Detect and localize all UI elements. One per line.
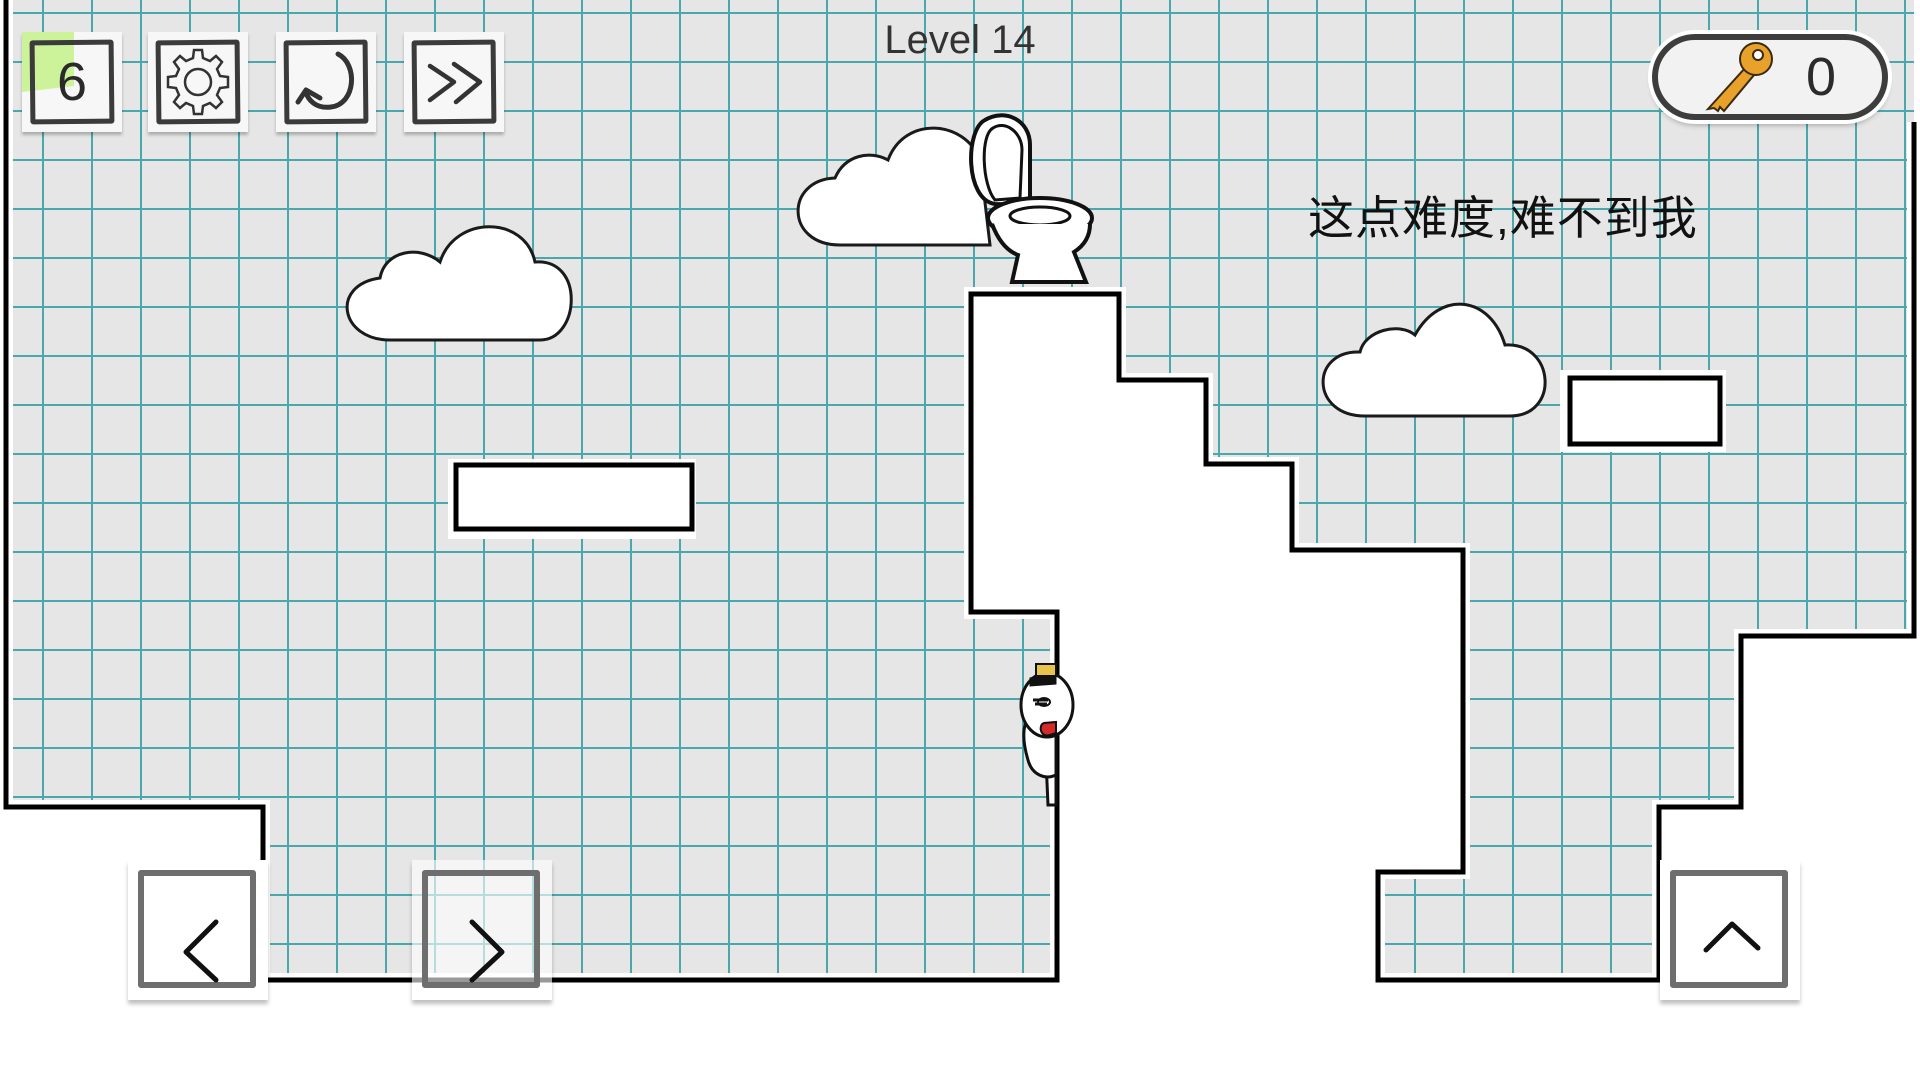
- cloud-1: [345, 225, 573, 342]
- settings-button[interactable]: [148, 32, 248, 132]
- level-highlight: [22, 32, 74, 92]
- player-character: [1019, 663, 1075, 807]
- character-speech: 这点难度,难不到我: [1308, 192, 1698, 244]
- level-select-count: 6: [56, 52, 88, 112]
- toilet-goal: [969, 113, 1094, 284]
- key-icon: [1705, 42, 1773, 113]
- double-chevron-right-icon: [427, 61, 483, 105]
- button-frame: [138, 870, 256, 988]
- walls: [3, 0, 1917, 983]
- chevron-left-icon: [183, 919, 219, 983]
- chevron-right-icon: [469, 919, 505, 983]
- jump-button[interactable]: [1660, 860, 1800, 1000]
- cloud-2: [796, 126, 992, 247]
- key-count: 0: [1806, 47, 1837, 107]
- restart-button[interactable]: [276, 32, 376, 132]
- level-title: Level 14: [884, 18, 1036, 62]
- move-left-button[interactable]: [128, 860, 268, 1000]
- level-select-button[interactable]: 6: [22, 32, 122, 132]
- button-frame: [1670, 870, 1788, 988]
- gear-icon: [166, 48, 230, 116]
- restart-arrow-icon: [295, 51, 354, 110]
- move-right-button[interactable]: [412, 860, 552, 1000]
- chevron-up-icon: [1703, 921, 1761, 953]
- platform-right: [1560, 370, 1726, 452]
- platform-left: [448, 459, 696, 539]
- cloud-3: [1321, 302, 1547, 418]
- key-counter: 0: [1652, 34, 1888, 120]
- skip-level-button[interactable]: [404, 32, 504, 132]
- button-frame: [422, 870, 540, 988]
